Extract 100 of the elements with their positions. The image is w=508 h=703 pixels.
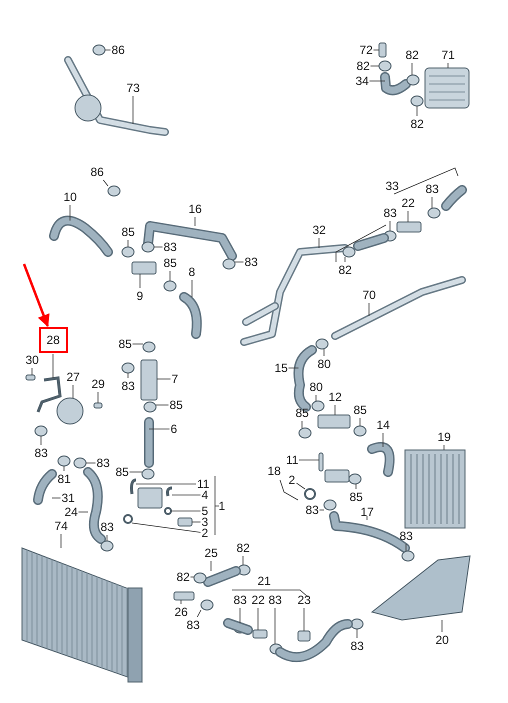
callout-number: 2 xyxy=(202,526,208,540)
callout-number: 83 xyxy=(244,255,258,269)
coolant-hose xyxy=(203,566,241,587)
callout-number: 82 xyxy=(410,117,424,131)
group-callout-number: 21 xyxy=(258,574,271,588)
callout-number: 85 xyxy=(354,403,367,417)
coolant-hose xyxy=(144,417,154,468)
hose-clamp xyxy=(164,280,176,292)
leader-line xyxy=(156,378,171,380)
leader-line xyxy=(132,96,134,124)
hose-clamp xyxy=(58,456,70,466)
callout-number: 83 xyxy=(400,529,413,543)
callout-number: 72 xyxy=(360,43,373,57)
t-connector xyxy=(174,592,194,600)
retaining-clip xyxy=(130,478,136,494)
sealing-ring xyxy=(304,488,316,500)
callout-number: 11 xyxy=(286,453,298,467)
coolant-hose xyxy=(275,619,353,662)
callout-number: 83 xyxy=(186,618,200,632)
callout-number: 14 xyxy=(376,418,390,432)
group-callout-number: 1 xyxy=(218,499,226,513)
callout-number: 82 xyxy=(236,541,250,555)
callout-number: 30 xyxy=(26,353,39,367)
hose-clamp xyxy=(100,540,114,552)
callout-number: 16 xyxy=(188,202,202,216)
leader-line xyxy=(60,534,62,548)
temperature-sensor xyxy=(178,518,192,526)
callout-number: 34 xyxy=(356,74,369,88)
air-duct xyxy=(370,555,471,620)
callout-number: 83 xyxy=(96,456,110,470)
callout-number: 82 xyxy=(406,48,419,62)
callout-number: 27 xyxy=(66,370,80,384)
callout-number: 19 xyxy=(438,430,451,444)
callout-number: 85 xyxy=(350,490,363,504)
coolant-hose xyxy=(441,185,467,211)
leader-line xyxy=(196,610,202,618)
leader-line xyxy=(369,80,386,82)
callout-number: 83 xyxy=(384,206,397,220)
callout-number: 12 xyxy=(328,390,342,404)
callout-number: 25 xyxy=(204,546,218,560)
callout-number: 80 xyxy=(318,357,331,371)
callout-number: 20 xyxy=(436,633,449,647)
coolant-hose xyxy=(353,233,389,251)
callout-number: 32 xyxy=(312,223,326,237)
callout-number: 11 xyxy=(197,477,210,491)
callout-number: 83 xyxy=(306,503,319,517)
leader-line xyxy=(40,436,42,446)
leader-line xyxy=(72,384,74,398)
callout-number: 70 xyxy=(362,288,376,302)
hose-clamp xyxy=(312,400,324,412)
leader-line xyxy=(156,404,169,406)
leader-line xyxy=(368,302,370,316)
callout-number: 83 xyxy=(268,593,282,607)
coolant-hose xyxy=(179,292,202,339)
hose-clamp xyxy=(378,60,392,72)
hose-clamp xyxy=(298,428,312,438)
hose-clamp xyxy=(74,458,86,468)
callout-number: 29 xyxy=(92,377,105,391)
retaining-clip xyxy=(166,486,172,496)
hose-clamp xyxy=(410,96,424,106)
callout-number: 23 xyxy=(298,593,311,607)
group-callout-number: 33 xyxy=(386,179,399,193)
callout-number: 85 xyxy=(296,406,309,420)
coolant-hose xyxy=(380,72,411,96)
hose-clamp xyxy=(142,342,156,352)
hose-clamp xyxy=(222,258,236,270)
leader-line xyxy=(148,428,170,430)
coolant-flange xyxy=(138,488,162,508)
hose-connector xyxy=(252,630,268,638)
callout-number: 22 xyxy=(402,196,415,210)
callout-number: 83 xyxy=(34,446,48,460)
leader-line xyxy=(366,516,368,520)
callout-number: 2 xyxy=(288,473,296,487)
callout-number: 83 xyxy=(234,593,247,607)
callout-number: 17 xyxy=(360,505,374,519)
coolant-pipe xyxy=(64,56,169,136)
hose-clamp xyxy=(122,246,134,258)
hose-clamp xyxy=(348,474,362,484)
oil-cooler xyxy=(424,68,470,108)
hose-clamp xyxy=(142,468,154,480)
callout-number: 82 xyxy=(356,59,370,73)
leader-line xyxy=(190,576,194,578)
leader-line xyxy=(356,628,358,638)
callout-number: 83 xyxy=(426,182,439,196)
callout-number: 85 xyxy=(122,225,135,239)
pipe-stub xyxy=(378,42,386,58)
leader-line xyxy=(318,238,320,248)
hose-clamp xyxy=(406,74,420,86)
leader-line xyxy=(86,462,96,464)
t-connector xyxy=(318,414,350,428)
callout-number: 7 xyxy=(172,372,178,386)
callout-number: 85 xyxy=(116,465,129,479)
leader-line xyxy=(274,608,276,644)
hose-clamp xyxy=(428,208,440,218)
mounting-bracket xyxy=(36,376,62,413)
callout-number: 15 xyxy=(274,361,288,375)
leader-line xyxy=(416,106,418,116)
hose-clamp xyxy=(92,44,106,56)
hose-clamp xyxy=(324,500,336,510)
callout-number: 81 xyxy=(58,472,71,486)
